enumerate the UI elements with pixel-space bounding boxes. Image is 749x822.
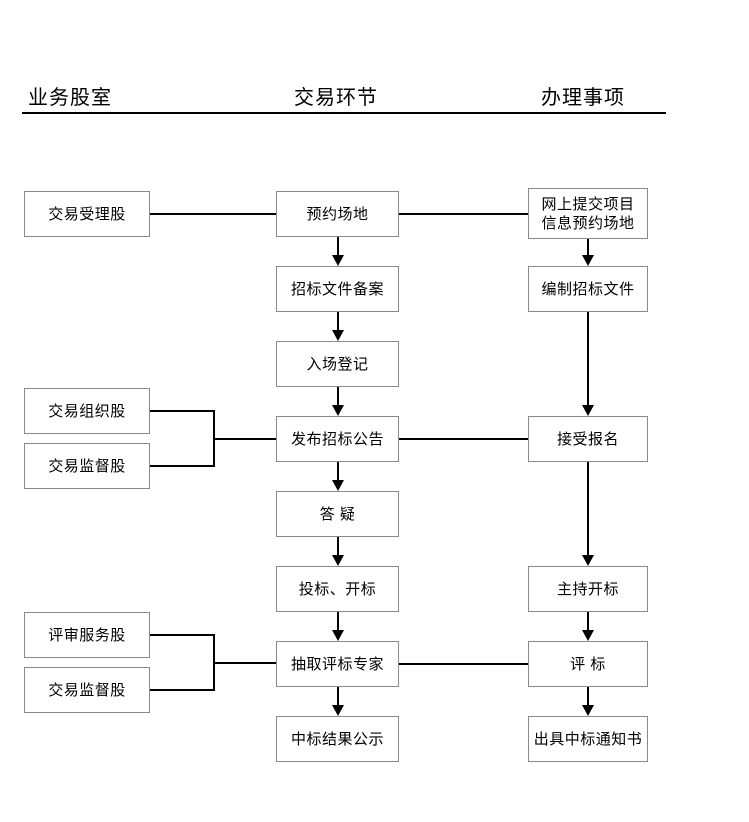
task-box-2[interactable]: 编制招标文件 [528,266,648,312]
arrow-line-process-4-5 [337,462,339,482]
process-label-1: 预约场地 [306,205,369,223]
arrow-line-task-2-3 [587,312,589,407]
arrow-head-task-2-3 [582,405,594,416]
process-label-4: 发布招标公告 [290,430,384,448]
connector-process4-to-task3 [399,438,528,440]
process-label-7: 抽取评标专家 [290,655,384,673]
process-label-5: 答 疑 [319,505,356,523]
process-box-5[interactable]: 答 疑 [276,491,399,537]
arrow-head-task-3-4 [582,555,594,566]
arrow-head-process-1-2 [332,255,344,266]
arrow-head-task-5-6 [582,705,594,716]
bracket-stem-upper [213,438,276,440]
department-label-1: 交易受理股 [48,205,126,223]
arrow-head-process-5-6 [332,555,344,566]
column-header-tasks: 办理事项 [541,87,625,109]
task-box-5[interactable]: 评 标 [528,641,648,687]
process-label-3: 入场登记 [306,355,369,373]
task-label-4: 主持开标 [556,580,619,598]
task-label-1: 网上提交项目 信息预约场地 [541,195,635,232]
arrow-head-process-7-8 [332,705,344,716]
department-box-5[interactable]: 交易监督股 [24,667,150,713]
process-box-7[interactable]: 抽取评标专家 [276,641,399,687]
arrow-head-process-6-7 [332,630,344,641]
department-box-2[interactable]: 交易组织股 [24,388,150,434]
task-label-2: 编制招标文件 [541,280,635,298]
connector-dept1-to-process1 [150,213,276,215]
department-box-4[interactable]: 评审服务股 [24,612,150,658]
arrow-line-task-5-6 [587,687,589,707]
process-label-8: 中标结果公示 [290,730,384,748]
process-box-8[interactable]: 中标结果公示 [276,716,399,762]
process-box-1[interactable]: 预约场地 [276,191,399,237]
process-box-3[interactable]: 入场登记 [276,341,399,387]
arrow-head-task-1-2 [582,255,594,266]
bracket-bottom-line-lower [150,689,215,691]
process-label-6: 投标、开标 [298,580,377,598]
department-label-5: 交易监督股 [48,681,126,699]
process-box-6[interactable]: 投标、开标 [276,566,399,612]
bracket-bottom-line-upper [150,465,215,467]
arrow-line-process-1-2 [337,237,339,257]
process-label-2: 招标文件备案 [290,280,384,298]
task-box-1[interactable]: 网上提交项目 信息预约场地 [528,188,648,239]
column-header-process: 交易环节 [294,87,378,109]
arrow-line-process-7-8 [337,687,339,707]
department-label-3: 交易监督股 [48,457,126,475]
department-box-3[interactable]: 交易监督股 [24,443,150,489]
department-label-2: 交易组织股 [48,402,126,420]
arrow-head-task-4-5 [582,630,594,641]
task-box-4[interactable]: 主持开标 [528,566,648,612]
arrow-line-process-2-3 [337,312,339,332]
arrow-head-process-2-3 [332,330,344,341]
connector-process7-to-task5 [399,663,528,665]
task-label-6: 出具中标通知书 [533,730,643,748]
task-label-5: 评 标 [570,655,606,673]
arrow-line-process-5-6 [337,537,339,557]
connector-process1-to-task1 [399,213,528,215]
bracket-stem-lower [213,662,276,664]
bracket-top-line-upper [150,410,215,412]
process-box-4[interactable]: 发布招标公告 [276,416,399,462]
department-label-4: 评审服务股 [48,626,126,644]
task-box-3[interactable]: 接受报名 [528,416,648,462]
arrow-head-process-4-5 [332,480,344,491]
department-box-1[interactable]: 交易受理股 [24,191,150,237]
arrow-line-process-6-7 [337,612,339,632]
bracket-top-line-lower [150,634,215,636]
column-header-departments: 业务股室 [28,87,112,109]
arrow-line-task-1-2 [587,239,589,257]
task-label-3: 接受报名 [556,430,619,448]
header-divider-line [22,112,666,114]
process-box-2[interactable]: 招标文件备案 [276,266,399,312]
task-box-6[interactable]: 出具中标通知书 [528,716,648,762]
arrow-line-task-3-4 [587,462,589,557]
arrow-line-task-4-5 [587,612,589,632]
arrow-line-process-3-4 [337,387,339,407]
arrow-head-process-3-4 [332,405,344,416]
